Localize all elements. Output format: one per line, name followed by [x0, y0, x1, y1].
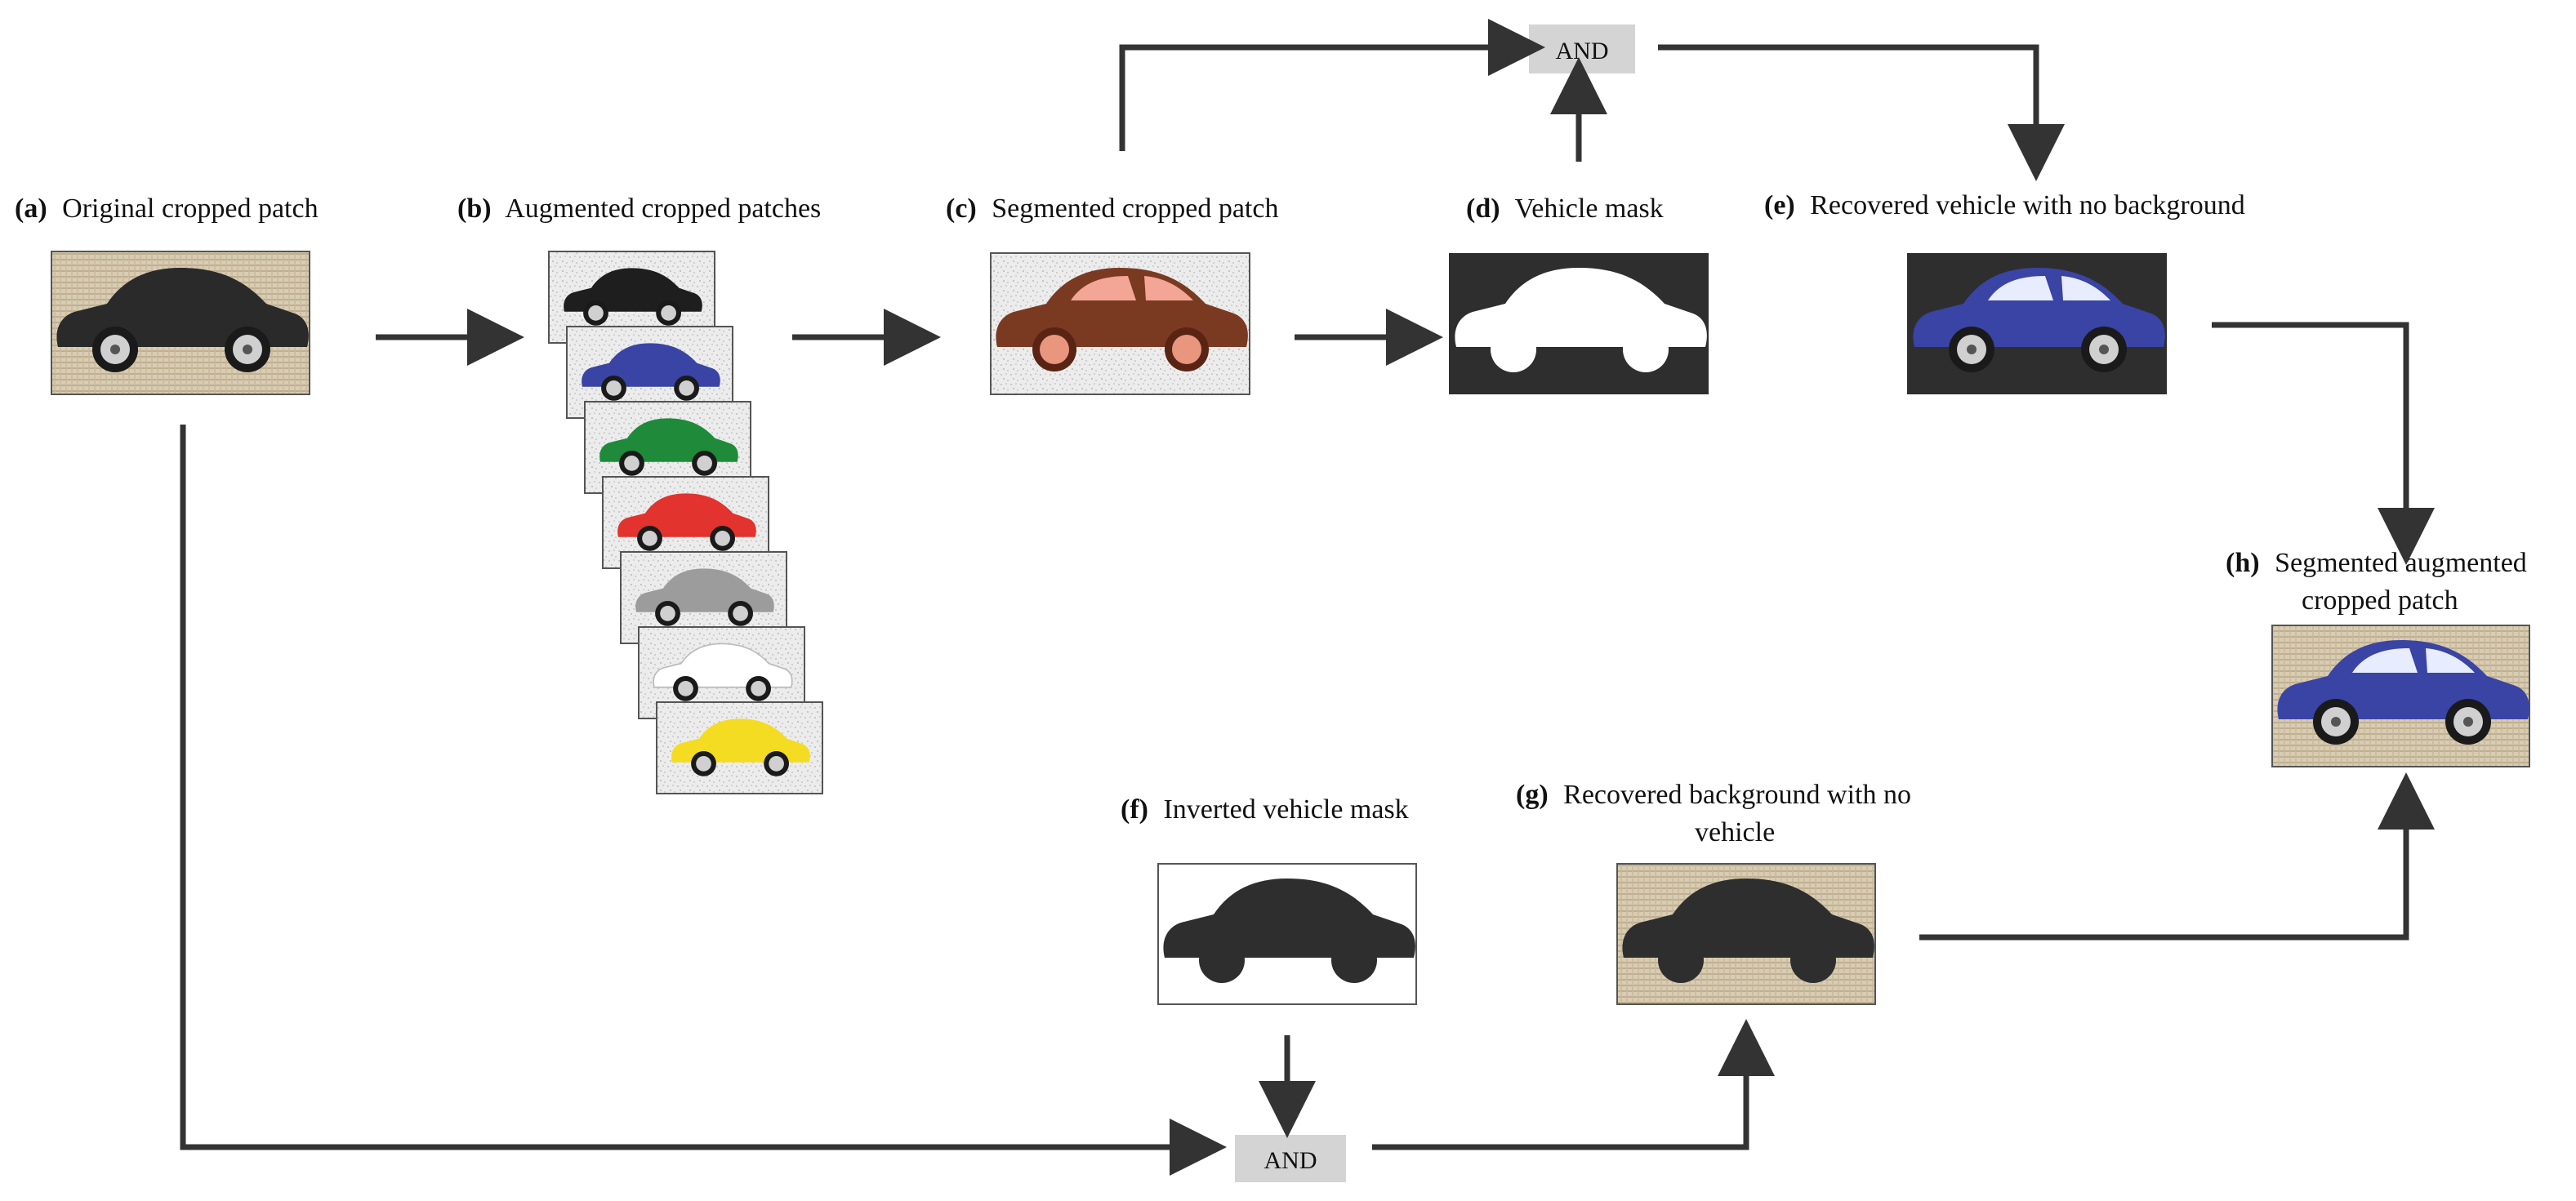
label-a-tag: (a)	[15, 193, 47, 224]
recovered-background	[1616, 863, 1876, 1005]
label-c-text: Segmented cropped patch	[992, 193, 1278, 224]
segmented-patch	[990, 252, 1250, 395]
final-augmented-patch	[2271, 625, 2530, 767]
label-d-text: Vehicle mask	[1514, 193, 1663, 224]
label-b: (b) Augmented cropped patches	[457, 193, 821, 224]
label-b-tag: (b)	[457, 193, 492, 224]
original-patch	[51, 251, 310, 395]
arrow-c-to-and-top	[1119, 19, 1545, 151]
arrow-g-to-h	[1919, 772, 2435, 941]
arrows	[180, 19, 2435, 1176]
and-bottom-label: AND	[1264, 1147, 1317, 1174]
arrow-a-to-and-bottom	[180, 425, 1227, 1176]
label-g-line2: vehicle	[1695, 817, 1775, 847]
inverted-mask	[1157, 863, 1417, 1005]
label-c-tag: (c)	[946, 193, 977, 224]
label-a: (a) Original cropped patch	[15, 193, 319, 224]
label-e-text: Recovered vehicle with no background	[1810, 190, 2244, 220]
label-g: (g) Recovered background with no	[1516, 780, 1911, 810]
label-d: (d) Vehicle mask	[1466, 193, 1664, 224]
arrow-and-top-to-e	[1658, 44, 2065, 181]
label-c: (c) Segmented cropped patch	[946, 193, 1278, 224]
label-a-text: Original cropped patch	[62, 193, 318, 224]
label-h-line2: cropped patch	[2302, 585, 2458, 616]
and-top-label: AND	[1556, 38, 1609, 64]
label-g-text: Recovered background with no	[1563, 780, 1911, 810]
label-f-text: Inverted vehicle mask	[1163, 794, 1408, 825]
label-d-tag: (d)	[1466, 193, 1500, 224]
vehicle-mask	[1449, 253, 1709, 394]
label-f-tag: (f)	[1121, 794, 1148, 825]
label-h: (h) Segmented augmented	[2226, 548, 2527, 578]
arrow-e-to-h	[2212, 322, 2435, 565]
label-f: (f) Inverted vehicle mask	[1121, 794, 1409, 825]
and-box-top: AND	[1529, 24, 1635, 73]
label-e: (e) Recovered vehicle with no background	[1764, 190, 2245, 220]
arrow-and-bottom-to-g	[1372, 1019, 1775, 1150]
recovered-vehicle	[1907, 253, 2167, 394]
augmented-patch	[656, 701, 823, 794]
label-e-tag: (e)	[1764, 190, 1795, 220]
label-h-text: Segmented augmented	[2275, 548, 2527, 578]
label-b-text: Augmented cropped patches	[505, 193, 821, 224]
and-box-bottom: AND	[1235, 1135, 1346, 1182]
augmented-patches-stack	[548, 251, 823, 794]
label-h-tag: (h)	[2226, 548, 2260, 578]
label-g-tag: (g)	[1516, 780, 1549, 810]
